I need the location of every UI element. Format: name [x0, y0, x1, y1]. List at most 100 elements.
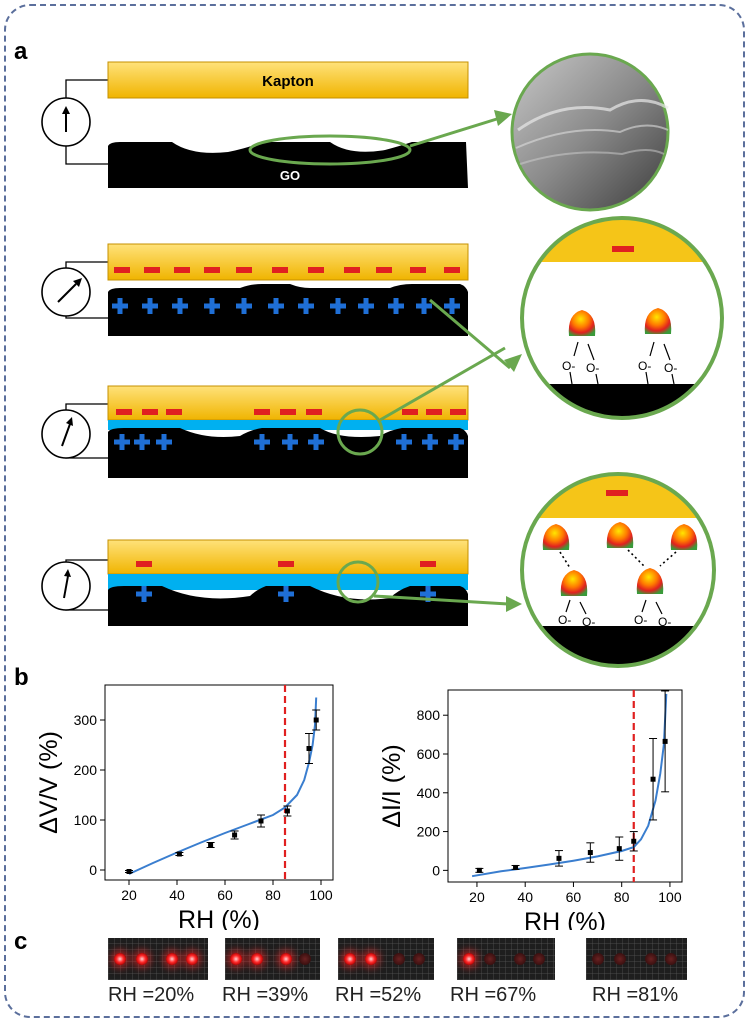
rh-label: RH =39% — [222, 984, 309, 1006]
x-tick-label: 20 — [469, 889, 485, 905]
data-point — [631, 838, 637, 844]
led-photo — [586, 938, 687, 980]
stage-2 — [41, 243, 522, 372]
go-label: GO — [280, 168, 300, 183]
minus-charge — [444, 267, 460, 273]
negative-charges — [116, 409, 466, 415]
y-tick-label: 0 — [432, 862, 440, 878]
led-off — [533, 953, 546, 965]
led-off — [393, 953, 406, 965]
plus-charge — [388, 298, 404, 314]
x-tick-label: 80 — [614, 889, 630, 905]
meter-icon — [41, 267, 91, 317]
y-axis-label: ΔI/I (%) — [378, 744, 406, 827]
negative-charges — [114, 267, 460, 273]
led-on — [279, 953, 292, 965]
x-tick-label: 80 — [265, 887, 281, 903]
plus-charge — [114, 434, 130, 450]
data-point — [662, 738, 668, 744]
plus-charge — [308, 434, 324, 450]
y-tick-label: 200 — [417, 824, 441, 840]
water-molecule — [636, 568, 664, 594]
oxygen-label: O- — [558, 613, 571, 627]
data-point — [126, 869, 132, 874]
oxygen-label: O- — [586, 361, 599, 375]
led-off — [513, 953, 526, 965]
data-point — [176, 851, 182, 857]
y-tick-label: 200 — [74, 762, 98, 778]
minus-charge — [450, 409, 466, 415]
plus-charge — [278, 586, 294, 602]
x-tick-label: 100 — [658, 889, 682, 905]
y-tick-label: 600 — [417, 746, 441, 762]
negative-charges — [136, 561, 436, 567]
panel-label-a: a — [14, 38, 28, 65]
data-point — [208, 842, 214, 848]
water-molecule — [568, 310, 596, 336]
plus-charge — [422, 434, 438, 450]
led-on — [166, 953, 178, 965]
figure-frame — [4, 4, 745, 1018]
oxygen-label: O- — [582, 615, 595, 629]
data-point — [476, 867, 482, 873]
led-off — [412, 953, 425, 965]
y-axis-label: ΔV/V (%) — [35, 731, 63, 834]
data-point — [650, 776, 656, 782]
minus-charge — [280, 409, 296, 415]
plus-charge — [142, 298, 158, 314]
plus-charge — [396, 434, 412, 450]
minus-charge — [254, 409, 270, 415]
oxygen-label: O- — [658, 615, 671, 629]
minus-charge — [166, 409, 182, 415]
data-point — [616, 846, 622, 852]
minus-charge — [236, 267, 252, 273]
led-on — [462, 953, 475, 965]
plus-charge — [358, 298, 374, 314]
oxygen-label: O- — [664, 361, 677, 375]
plus-charge — [172, 298, 188, 314]
minus-charge — [420, 561, 436, 567]
led-on — [186, 953, 198, 965]
minus-charge — [278, 561, 294, 567]
plus-charge — [254, 434, 270, 450]
water-molecule — [670, 524, 698, 550]
minus-charge — [344, 267, 360, 273]
schematic-diagram: Kapton GO — [41, 52, 724, 668]
go-film — [108, 142, 468, 188]
y-tick-label: 800 — [417, 707, 441, 723]
led-on — [230, 953, 243, 965]
water-molecule — [560, 570, 588, 596]
callout-arrow — [504, 354, 522, 372]
led-photo — [338, 938, 434, 980]
data-point — [306, 746, 312, 751]
callout-ellipse — [248, 134, 412, 166]
data-point — [258, 818, 264, 824]
water-molecule — [542, 524, 570, 550]
plus-charge — [420, 586, 436, 602]
y-tick-label: 0 — [89, 862, 97, 878]
oxygen-label: O- — [562, 359, 575, 373]
rh-label: RH =20% — [108, 984, 195, 1006]
led-on — [114, 953, 126, 965]
x-tick-label: 20 — [121, 887, 137, 903]
plus-charge — [236, 298, 252, 314]
led-off — [298, 953, 311, 965]
minus-charge — [116, 409, 132, 415]
kapton-film — [107, 61, 469, 99]
panel-label-c: c — [14, 928, 28, 955]
x-axis-label: RH (%) — [178, 906, 260, 930]
minus-charge — [136, 561, 152, 567]
positive-charges — [136, 586, 436, 602]
plus-charge — [134, 434, 150, 450]
rh-label: RH =81% — [592, 984, 679, 1006]
callout-arrow — [494, 110, 512, 126]
led-photo — [457, 938, 555, 980]
positive-charges — [114, 434, 464, 450]
led-off — [484, 953, 497, 965]
go-film — [108, 586, 468, 626]
minus-charge — [306, 409, 322, 415]
plus-charge — [268, 298, 284, 314]
plus-charge — [416, 298, 432, 314]
x-axis-label: RH (%) — [524, 908, 606, 930]
